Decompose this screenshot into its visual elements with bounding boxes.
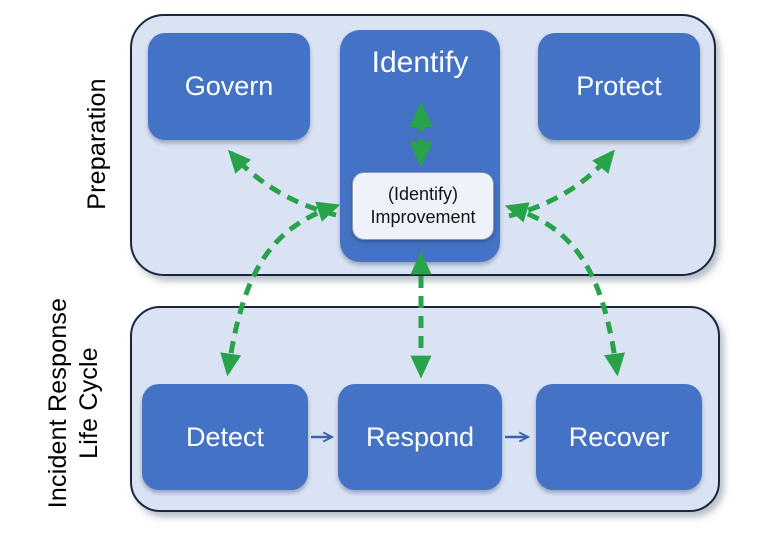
protect-label: Protect <box>576 71 662 101</box>
incident-response-label-line2: Life Cycle <box>75 347 103 459</box>
preparation-label-text: Preparation <box>83 78 111 210</box>
govern-box: Govern <box>148 33 310 140</box>
respond-label: Respond <box>365 421 475 452</box>
recover-box: Recover <box>536 384 702 490</box>
recover-label: Recover <box>568 421 670 452</box>
respond-box: Respond <box>338 384 502 490</box>
incident-response-side-label: Incident Response Life Cycle <box>43 253 105 553</box>
improvement-box: (Identify) Improvement <box>352 172 494 240</box>
preparation-side-label: Preparation <box>82 14 114 274</box>
improvement-label-line1: (Identify) <box>387 184 459 204</box>
govern-label: Govern <box>184 71 274 101</box>
identify-label: Identify <box>371 46 469 79</box>
protect-box: Protect <box>538 33 700 140</box>
diagram-canvas: Preparation Incident Response Life Cycle… <box>44 14 720 512</box>
detect-box: Detect <box>142 384 308 490</box>
detect-label: Detect <box>185 421 265 452</box>
improvement-label-line2: Improvement <box>370 207 476 227</box>
incident-response-label-line1: Incident Response <box>44 297 72 509</box>
